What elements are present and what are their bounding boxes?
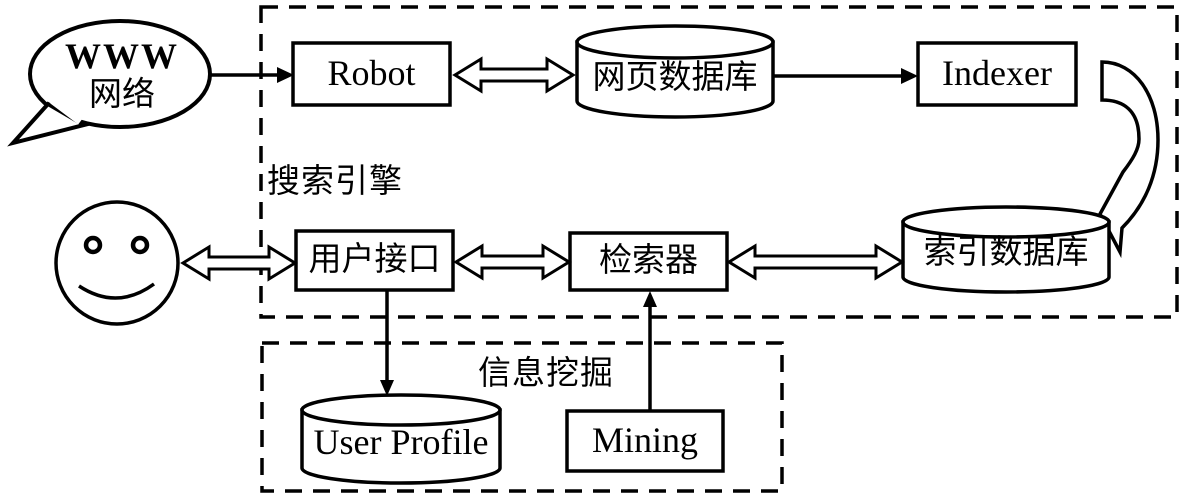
user-ui-double-arrow [180,244,298,282]
mining-to-retriever-arrow [643,291,657,411]
mining-box [565,409,725,473]
web-db-cylinder [575,24,775,119]
www-to-robot-arrow [210,67,294,83]
web-db-label: 网页数据库 [592,59,758,96]
mining-zone-border [260,341,784,493]
retriever-label: 检索器 [599,243,698,280]
mining-box-label: Mining [591,420,698,461]
www-bubble-label: WWW 网络 [40,30,204,120]
robot-box [291,41,452,107]
user-interface-label: 用户接口 [308,242,441,279]
ui-retriever-double-arrow [453,243,572,281]
indexer-box-label: Indexer [942,53,1052,94]
user-profile-label: User Profile [313,422,489,463]
index-db-cylinder [901,205,1111,294]
index-db-label: 索引数据库 [923,234,1089,271]
search-engine-zone-label: 搜索引擎 [267,163,403,200]
mining-zone-label: 信息挖掘 [478,355,614,392]
indexer-to-indexdb-curved-arrow [1098,60,1160,259]
retriever-indexdb-double-arrow [726,243,905,281]
user-profile-cylinder [300,393,502,485]
www-bubble-line1: WWW [65,36,179,77]
www-bubble-line2: 网络 [89,76,155,113]
robot-box-label: Robot [327,53,416,94]
www-bubble [7,19,212,147]
user-interface-box [294,229,455,292]
search-engine-zone-border [259,5,1179,319]
user-face-icon [54,200,180,326]
ui-to-userprofile-arrow [380,291,394,396]
webdb-to-indexer-arrow [773,68,918,84]
indexer-box [916,41,1078,107]
robot-webdb-double-arrow [452,56,576,94]
